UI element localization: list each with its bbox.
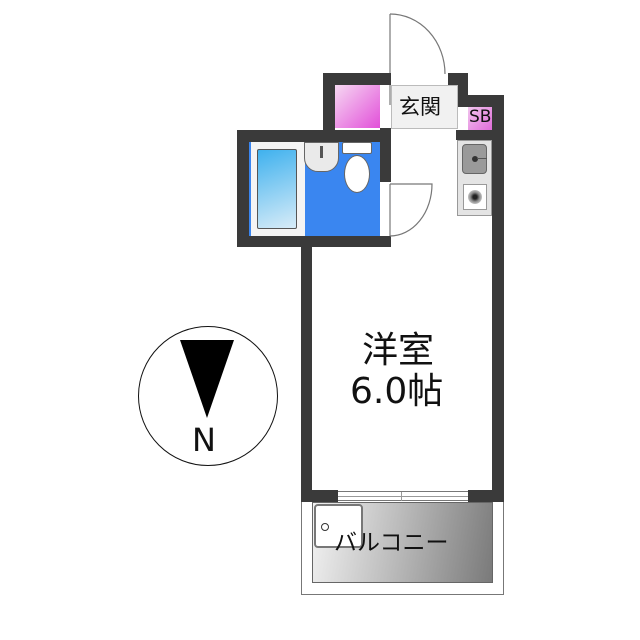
closet-wall-top <box>323 73 391 85</box>
bathroom-wall-left <box>237 130 249 247</box>
compass-north-label: N <box>192 421 216 459</box>
closet-wall-left <box>323 73 335 133</box>
balcony-label: バルコニー <box>334 530 449 556</box>
entrance-door-swing-icon <box>389 13 446 105</box>
room-wall-bottom-right <box>468 490 504 502</box>
shoe-box <box>468 107 493 130</box>
balcony-window <box>338 491 468 501</box>
sink-icon <box>462 144 487 174</box>
toilet-icon <box>342 142 372 196</box>
entrance-floor <box>391 85 458 129</box>
western-room-label: 洋室 <box>362 330 435 371</box>
closet <box>335 85 380 128</box>
balcony-outline <box>301 502 504 595</box>
stove-icon <box>463 184 487 210</box>
room-wall-left <box>301 236 312 502</box>
entrance-label: 玄関 <box>399 95 441 119</box>
bathroom-wall-bottom <box>237 236 391 247</box>
bathtub <box>251 142 305 236</box>
north-arrow-icon <box>180 340 234 418</box>
sb-wall-bottom <box>456 130 496 140</box>
washbasin-icon <box>304 142 339 172</box>
bathroom-wall-top <box>237 130 391 142</box>
sb-wall-top <box>448 95 504 107</box>
aircon-unit-icon <box>314 504 363 548</box>
right-wall <box>492 95 504 502</box>
room-wall-bottom-left <box>301 490 338 502</box>
bathroom-door-swing-icon <box>389 183 433 237</box>
shoe-box-label: SB <box>469 107 492 127</box>
western-room-size: 6.0帖 <box>350 371 444 412</box>
bathroom-wall-right <box>380 128 391 182</box>
